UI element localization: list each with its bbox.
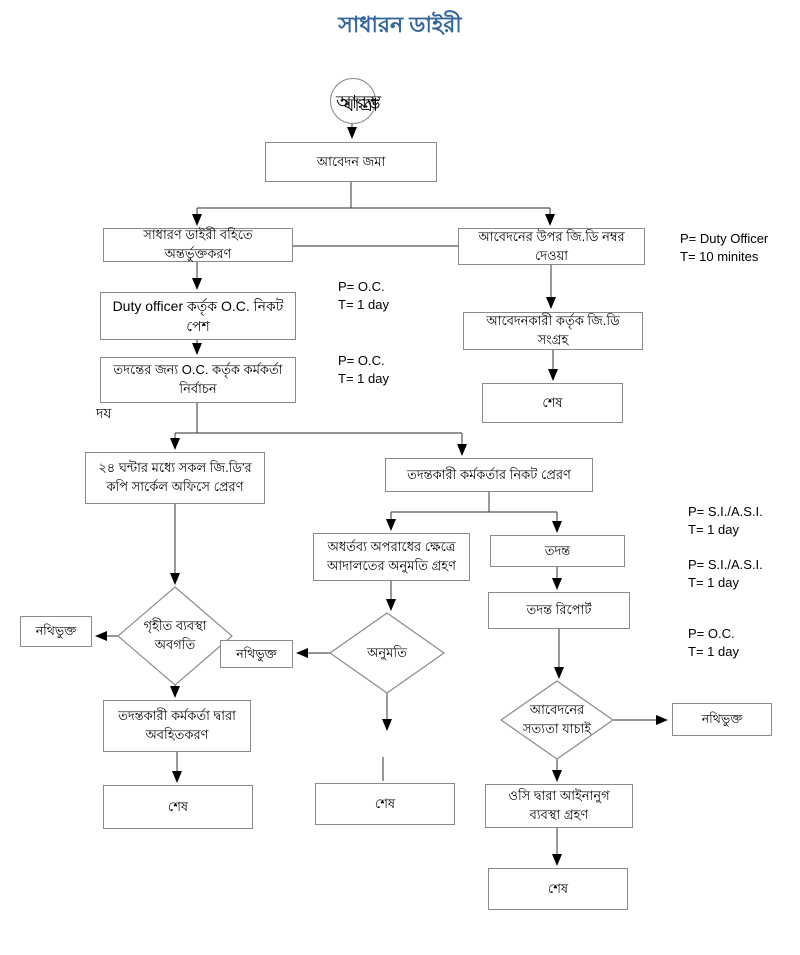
node-application-submit: আবেদন জমা (265, 142, 437, 182)
annotation-p-line: P= O.C. (338, 353, 385, 368)
node-duty-officer-present: Duty officer কর্তৃক O.C. নিকট পেশ (100, 292, 296, 340)
annotation-t-line: T= 1 day (338, 297, 389, 313)
node-gd-book-entry: সাধারণ ডাইরী বহিতে অন্তর্ভুক্তকরণ (103, 227, 293, 262)
node-send-to-io: তদন্তকারী কর্মকর্তার নিকট প্রেরণ (385, 458, 593, 492)
start-node (330, 78, 376, 124)
annotation-t-line: T= 1 day (688, 575, 739, 591)
annotation-p-line: P= S.I./A.S.I. (688, 557, 763, 572)
decision-diamonds (117, 586, 615, 760)
node-end-left: শেষ (103, 785, 253, 829)
node-investigation: তদন্ত (490, 535, 625, 567)
annotation-oc-2: P= O.C. T= 1 day (338, 352, 389, 388)
node-officer-selection: তদন্তের জন্য O.C. কর্তৃক কর্মকর্তা নির্ব… (100, 357, 296, 403)
annotation-t-line: T= 10 minites (680, 249, 759, 265)
decision-label-verify: আবেদনের সত্যতা যাচাই (522, 702, 592, 736)
stray-text-fragment: দয (96, 405, 112, 421)
start-label-a: আরম্ভ (336, 92, 382, 112)
annotation-duty-officer: P= Duty Officer T= 10 minites (680, 230, 768, 266)
annotation-p-line: P= O.C. (688, 626, 735, 641)
decision-label-permission: অনুমতি (367, 644, 407, 660)
node-inform-by-io: তদন্তকারী কর্মকর্তা দ্বারা অবহিতকরণ (103, 700, 251, 752)
annotation-p-line: P= O.C. (338, 279, 385, 294)
decision-label-action-ack: গৃহীত ব্যবস্থা অবগতি (143, 618, 207, 652)
annotation-p-line: P= S.I./A.S.I. (688, 504, 763, 519)
node-recorded-middle: নথিভুক্ত (220, 640, 293, 668)
annotation-t-line: T= 1 day (338, 371, 389, 387)
node-applicant-collect-gd: আবেদনকারী কর্তৃক জি.ডি সংগ্রহ (463, 312, 643, 350)
node-oc-legal-action: ওসি দ্বারা আইনানুগ ব্যবস্থা গ্রহণ (485, 784, 633, 828)
node-end-right: শেষ (488, 868, 628, 910)
annotation-oc-3: P= O.C. T= 1 day (688, 625, 739, 661)
node-recorded-right: নথিভুক্ত (672, 703, 772, 736)
decision-diamond-permission (328, 612, 446, 694)
decision-diamond-action-ack (117, 586, 233, 686)
annotation-si-2: P= S.I./A.S.I. T= 1 day (688, 556, 763, 592)
page-title: সাধারন ডাইরী (338, 12, 462, 37)
annotation-t-line: T= 1 day (688, 644, 739, 660)
start-label-b: যাত্রা (344, 95, 379, 115)
annotation-si-1: P= S.I./A.S.I. T= 1 day (688, 503, 763, 539)
decision-diamond-verify (499, 680, 615, 760)
annotation-p-line: P= Duty Officer (680, 231, 769, 246)
node-copy-to-circle: ২৪ ঘন্টার মধ্যে সকল জি.ডি'র কপি সার্কেল … (85, 452, 265, 504)
node-recorded-left: নথিভুক্ত (20, 616, 92, 647)
node-court-permission: অধর্তব্য অপরাধের ক্ষেত্রে আদালতের অনুমতি… (313, 533, 470, 581)
connector-lines (95, 122, 668, 866)
annotation-oc-1: P= O.C. T= 1 day (338, 278, 389, 314)
node-gd-number-given: আবেদনের উপর জি.ডি নম্বর দেওয়া (458, 228, 645, 265)
node-end-middle: শেষ (315, 783, 455, 825)
node-investigation-report: তদন্ত রিপোর্ট (488, 592, 630, 629)
annotation-t-line: T= 1 day (688, 522, 739, 538)
node-end-top-right: শেষ (482, 383, 623, 423)
